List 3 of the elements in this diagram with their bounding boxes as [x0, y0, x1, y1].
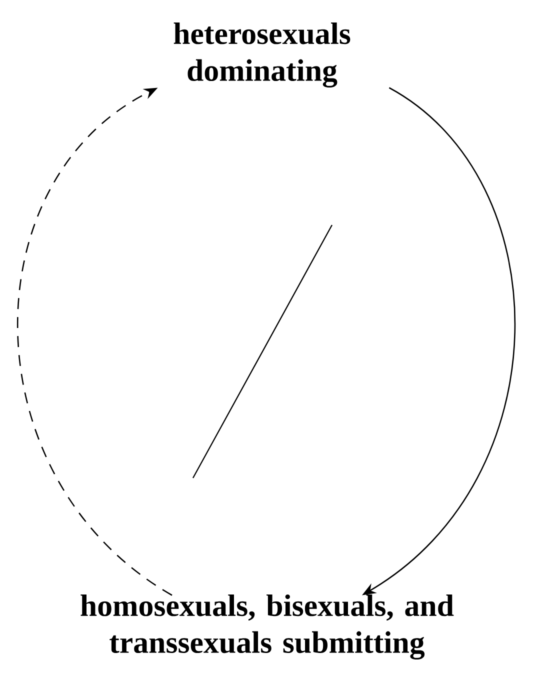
caption-text: heterosexuals dominating [174, 22, 350, 88]
arrow [17, 88, 172, 596]
caption-text: homosexuals, bisexuals, and transsexuals submitting [80, 594, 454, 660]
